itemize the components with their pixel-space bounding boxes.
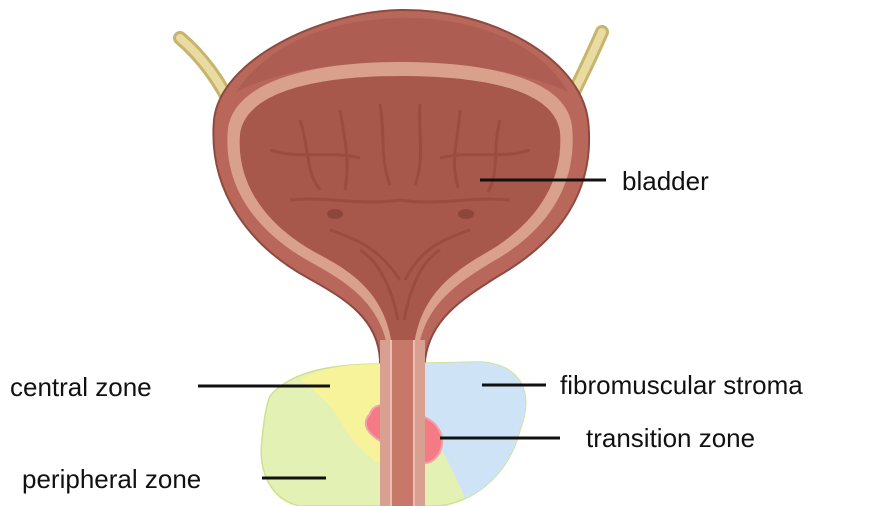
left-ureteral-orifice	[327, 209, 343, 219]
fibromuscular-stroma-label: fibromuscular stroma	[560, 370, 803, 400]
right-ureteral-orifice	[458, 209, 474, 219]
urethra-lumen	[391, 340, 414, 506]
central-zone-label: central zone	[10, 372, 152, 402]
transition-zone-label: transition zone	[586, 423, 755, 453]
peripheral-zone-label: peripheral zone	[22, 464, 201, 494]
bladder-label: bladder	[622, 166, 709, 196]
